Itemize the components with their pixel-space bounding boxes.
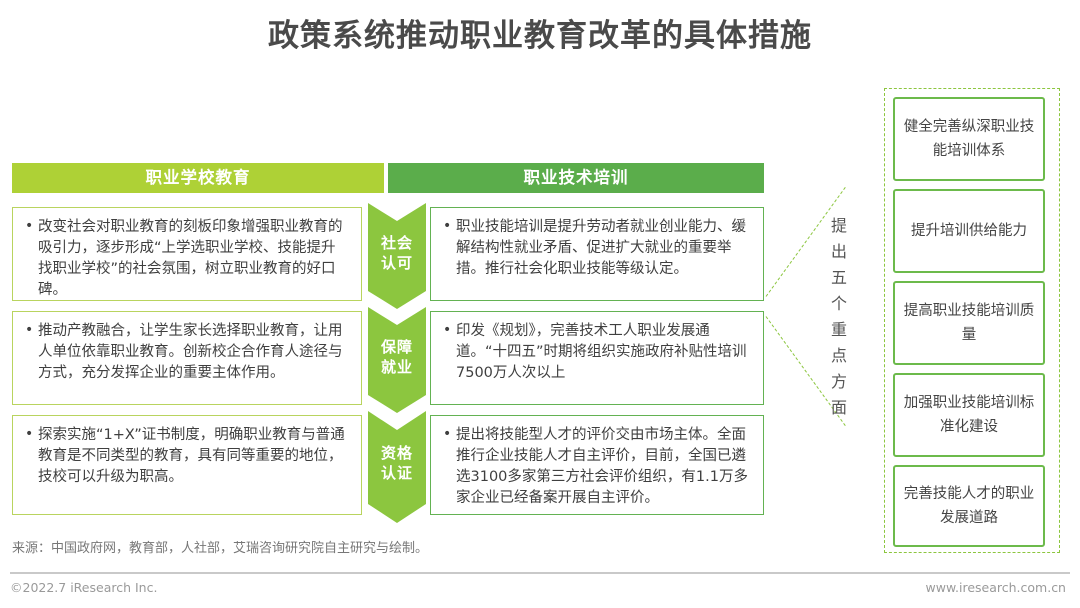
chevron-label-line1: 社会: [380, 234, 413, 252]
cell-right-row2: 印发《规划》，完善技术工人职业发展通道。“十四五”时期将组织实施政府补贴性培训7…: [430, 311, 764, 405]
chevron-label-line2: 认证: [380, 464, 413, 482]
cell-right-row1: 职业技能培训是提升劳动者就业创业能力、缓解结构性就业矛盾、促进扩大就业的重要举措…: [430, 207, 764, 301]
footer-divider: [10, 572, 1070, 574]
cell-left-row2: 推动产教融合，让学生家长选择职业教育，让用人单位依靠职业教育。创新校企合作育人途…: [12, 311, 362, 405]
measures-matrix: 职业学校教育 职业技术培训 改变社会对职业教育的刻板印象增强职业教育的吸引力，逐…: [12, 163, 764, 523]
vertical-label-char: 个: [830, 294, 847, 313]
vertical-label-char: 方: [830, 372, 847, 391]
cell-text: 印发《规划》，完善技术工人职业发展通道。“十四五”时期将组织实施政府补贴性培训7…: [443, 320, 751, 384]
chevron-label-line1: 保障: [380, 338, 413, 356]
column-header-vocational-school-education: 职业学校教育: [12, 163, 384, 193]
chevron-down-icon-social-recognition: 社会 认可: [368, 203, 426, 309]
cell-left-row1: 改变社会对职业教育的刻板印象增强职业教育的吸引力，逐步形成“上学选职业学校、技能…: [12, 207, 362, 301]
cell-right-row3: 提出将技能型人才的评价交由市场主体。全面推行企业技能人才自主评价，目前，全国已遴…: [430, 415, 764, 515]
source-note: 来源：中国政府网，教育部，人社部，艾瑞咨询研究院自主研究与绘制。: [12, 541, 429, 556]
focus-box-1: 健全完善纵深职业技能培训体系: [893, 97, 1045, 181]
column-header-vocational-skills-training: 职业技术培训: [388, 163, 764, 193]
cell-text: 职业技能培训是提升劳动者就业创业能力、缓解结构性就业矛盾、促进扩大就业的重要举措…: [443, 216, 751, 280]
cell-text: 提出将技能型人才的评价交由市场主体。全面推行企业技能人才自主评价，目前，全国已遴…: [443, 424, 751, 509]
vertical-label-char: 点: [830, 346, 847, 365]
vertical-label-char: 五: [830, 268, 847, 287]
footer-website: www.iresearch.com.cn: [925, 580, 1067, 595]
chevron-down-icon-qualification-certification: 资格 认证: [368, 411, 426, 523]
chevron-down-icon-employment-security: 保障 就业: [368, 307, 426, 413]
cell-text: 推动产教融合，让学生家长选择职业教育，让用人单位依靠职业教育。创新校企合作育人途…: [25, 320, 349, 384]
focus-box-3: 提高职业技能培训质量: [893, 281, 1045, 365]
footer-copyright: ©2022.7 iResearch Inc.: [10, 580, 158, 595]
five-key-aspects-panel: 健全完善纵深职业技能培训体系 提升培训供给能力 提高职业技能培训质量 加强职业技…: [884, 88, 1060, 553]
vertical-label-char: 提: [830, 216, 847, 235]
stage-chevron-column: 社会 认可 保障 就业 资格 认证: [368, 203, 426, 523]
chevron-label-line2: 认可: [380, 254, 413, 272]
focus-box-4: 加强职业技能培训标准化建设: [893, 373, 1045, 457]
chevron-label-line1: 资格: [380, 444, 413, 462]
cell-left-row3: 探索实施“1+X”证书制度，明确职业教育与普通教育是不同类型的教育，具有同等重要…: [12, 415, 362, 515]
vertical-label-five-key-aspects: 提 出 五 个 重 点 方 面: [824, 213, 854, 421]
cell-text: 改变社会对职业教育的刻板印象增强职业教育的吸引力，逐步形成“上学选职业学校、技能…: [25, 216, 349, 301]
chevron-label-line2: 就业: [380, 358, 413, 376]
cell-text: 探索实施“1+X”证书制度，明确职业教育与普通教育是不同类型的教育，具有同等重要…: [25, 424, 349, 488]
focus-box-5: 完善技能人才的职业发展道路: [893, 465, 1045, 547]
focus-box-2: 提升培训供给能力: [893, 189, 1045, 273]
vertical-label-char: 面: [830, 398, 847, 417]
column-header-row: 职业学校教育 职业技术培训: [12, 163, 764, 193]
vertical-label-char: 重: [830, 320, 847, 339]
vertical-label-char: 出: [830, 242, 847, 261]
page-title: 政策系统推动职业教育改革的具体措施: [268, 18, 812, 54]
